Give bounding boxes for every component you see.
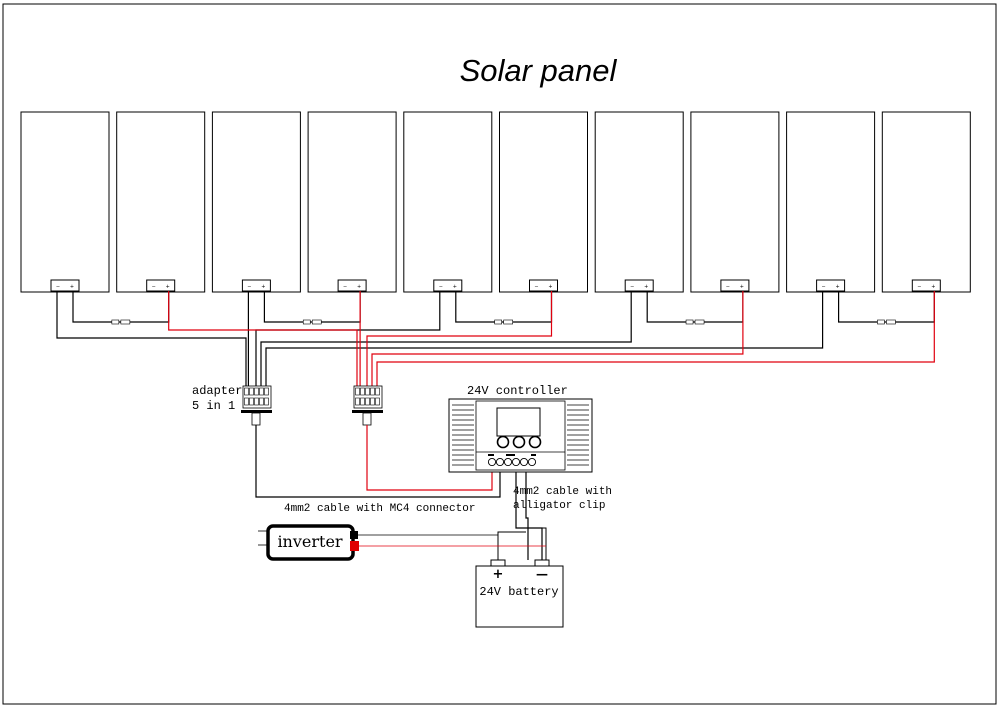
solar-panel: −+ [499,111,588,293]
adapter-label-line1: adapter [192,384,242,398]
terminal-plus-label: + [644,284,648,290]
junction-box [241,279,271,292]
solar-panel-array: −+−+−+−+−+−+−+−+−+−+ [20,111,971,293]
controller-terminals [487,457,537,467]
terminal-minus-label: − [917,284,921,290]
solar-panel: −+ [690,111,780,293]
positive-home-run [366,291,553,386]
diagram-title: Solar panel [460,53,618,88]
terminal-minus-label: − [726,284,730,290]
terminal-plus-label: + [261,284,265,290]
solar-panel: −+ [594,111,684,293]
solar-panel: −+ [211,111,301,293]
positive-home-run [376,291,935,386]
battery: + — 24V battery [475,559,564,628]
positive-home-run [168,291,358,386]
adapter-label-line2: 5 in 1 [192,399,235,413]
series-link-wire [72,291,170,323]
series-link-wire [263,291,361,323]
terminal-minus-label: − [152,284,156,290]
negative-home-run [56,291,247,386]
junction-box [50,279,80,292]
controller-knob-1 [496,435,510,449]
clip-cable-label-line2: alligator clip [513,500,605,512]
terminal-minus-label: − [821,284,825,290]
junction-box [911,279,941,292]
mc4-connector [685,319,705,325]
mc4-connector [111,319,131,325]
panel-wiring [56,291,935,386]
negative-home-run [260,291,632,386]
terminal-plus-label: + [166,284,170,290]
battery-minus-sign: — [536,567,548,581]
solar-panel: −+ [403,111,493,293]
terminal-plus-label: + [453,284,457,290]
terminal-plus-label: + [70,284,74,290]
page-frame [2,3,997,705]
charge-controller [448,398,593,473]
series-link-wire [838,291,935,323]
terminal-plus-label: + [931,284,935,290]
junction-box [624,279,654,292]
controller-label: 24V controller [467,384,568,398]
negative-home-run [265,291,824,386]
junction-box [337,279,367,292]
terminal-minus-label: − [343,284,347,290]
solar-panel: −+ [116,111,206,293]
inverter-label: inverter [277,532,342,551]
junction-box [529,279,558,292]
mc4-connector [302,319,322,325]
terminal-plus-label: + [548,284,552,290]
terminal-plus-label: + [740,284,744,290]
solar-panel: −+ [881,111,971,293]
terminal-minus-label: − [534,284,538,290]
junction-box [720,279,750,292]
adapter-positive [352,385,383,426]
series-link-wire [455,291,553,323]
terminal-plus-label: + [835,284,839,290]
junction-box [433,279,463,292]
battery-plus-sign: + [493,567,504,582]
controller-knob-3 [528,435,542,449]
mc4-cable-label: 4mm2 cable with MC4 connector [284,503,475,515]
negative-cable-to-controller [255,425,501,498]
controller-knob-2 [512,435,526,449]
series-link-wire [646,291,744,323]
mc4-connector [494,319,513,325]
negative-home-run [255,291,441,386]
solar-panel: −+ [20,111,110,293]
terminal-minus-label: − [247,284,251,290]
adapter-negative [241,385,272,426]
junction-box [146,279,176,292]
inverter-terminal-negative [350,531,358,539]
battery-cable-plus [525,472,529,560]
battery-link-plus [497,531,526,560]
terminal-plus-label: + [357,284,361,290]
junction-box [816,279,846,292]
mc4-connector [877,319,896,325]
controller-display [496,407,541,437]
terminal-minus-label: − [630,284,634,290]
battery-link-minus [542,527,547,560]
inverter: inverter [258,524,359,561]
terminal-minus-label: − [439,284,443,290]
clip-cable-label-line1: 4mm2 cable with [513,486,612,498]
inverter-terminal-positive [350,541,359,551]
terminal-minus-label: − [56,284,60,290]
battery-cable-minus [515,472,543,560]
positive-cable-to-controller [366,425,493,491]
solar-panel: −+ [786,111,876,293]
solar-panel: −+ [307,111,397,293]
battery-label: 24V battery [479,585,558,599]
positive-home-run [371,291,744,386]
